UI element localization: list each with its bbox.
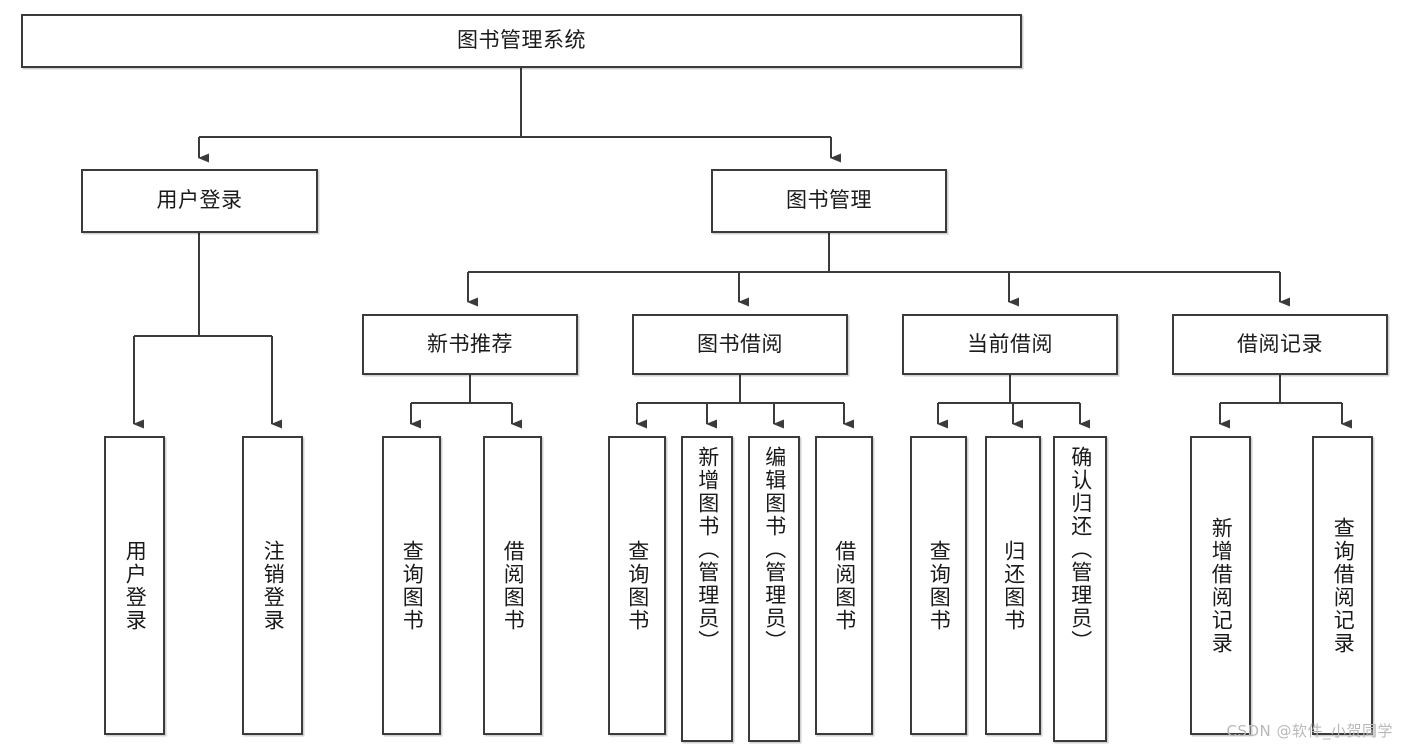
node-book-borrow-label: 图书借阅 xyxy=(697,331,783,356)
node-leaf-return-book-label: 归还图书 xyxy=(1001,539,1026,632)
node-leaf-logout[interactable]: 注销登录 xyxy=(242,436,303,735)
node-leaf-return-book[interactable]: 归还图书 xyxy=(985,436,1041,735)
node-leaf-query-record[interactable]: 查询借阅记录 xyxy=(1312,436,1373,735)
node-leaf-query-book-cur[interactable]: 查询图书 xyxy=(910,436,967,735)
node-leaf-add-record-label: 新增借阅记录 xyxy=(1209,516,1234,655)
node-book-manage-label: 图书管理 xyxy=(786,188,872,213)
node-user-login[interactable]: 用户登录 xyxy=(81,169,318,233)
node-current-borrow[interactable]: 当前借阅 xyxy=(902,314,1118,375)
node-user-login-label: 用户登录 xyxy=(156,188,243,213)
node-leaf-edit-book-label: 编辑图书（管理员） xyxy=(762,446,787,653)
node-leaf-confirm-return[interactable]: 确认归还（管理员） xyxy=(1053,436,1107,742)
node-leaf-borrow-book-rec[interactable]: 借阅图书 xyxy=(483,436,542,735)
node-leaf-user-login-label: 用户登录 xyxy=(123,539,148,632)
node-leaf-add-book[interactable]: 新增图书（管理员） xyxy=(681,436,733,742)
node-root-label: 图书管理系统 xyxy=(457,28,586,53)
node-book-manage[interactable]: 图书管理 xyxy=(711,169,947,233)
node-borrow-record[interactable]: 借阅记录 xyxy=(1172,314,1388,375)
node-leaf-query-book[interactable]: 查询图书 xyxy=(608,436,666,735)
node-leaf-query-book-cur-label: 查询图书 xyxy=(927,539,952,632)
node-root[interactable]: 图书管理系统 xyxy=(21,14,1022,68)
node-book-borrow[interactable]: 图书借阅 xyxy=(632,314,848,375)
node-leaf-query-book-rec-label: 查询图书 xyxy=(400,539,425,632)
node-leaf-logout-label: 注销登录 xyxy=(261,539,286,632)
node-leaf-query-book-label: 查询图书 xyxy=(625,539,650,632)
node-leaf-borrow-book-rec-label: 借阅图书 xyxy=(501,539,526,632)
node-new-book-rec-label: 新书推荐 xyxy=(427,331,513,356)
node-leaf-borrow-book[interactable]: 借阅图书 xyxy=(815,436,873,735)
node-leaf-add-record[interactable]: 新增借阅记录 xyxy=(1190,436,1251,735)
node-leaf-user-login[interactable]: 用户登录 xyxy=(104,436,165,735)
node-borrow-record-label: 借阅记录 xyxy=(1237,331,1323,356)
node-leaf-edit-book[interactable]: 编辑图书（管理员） xyxy=(748,436,800,742)
watermark-text: CSDN @软件_小贺同学 xyxy=(1226,722,1393,740)
node-current-borrow-label: 当前借阅 xyxy=(967,331,1053,356)
node-leaf-query-record-label: 查询借阅记录 xyxy=(1331,516,1356,655)
node-leaf-add-book-label: 新增图书（管理员） xyxy=(695,446,720,653)
node-leaf-borrow-book-label: 借阅图书 xyxy=(832,539,857,632)
node-leaf-query-book-rec[interactable]: 查询图书 xyxy=(382,436,441,735)
node-leaf-confirm-return-label: 确认归还（管理员） xyxy=(1068,446,1093,653)
node-new-book-rec[interactable]: 新书推荐 xyxy=(362,314,578,375)
